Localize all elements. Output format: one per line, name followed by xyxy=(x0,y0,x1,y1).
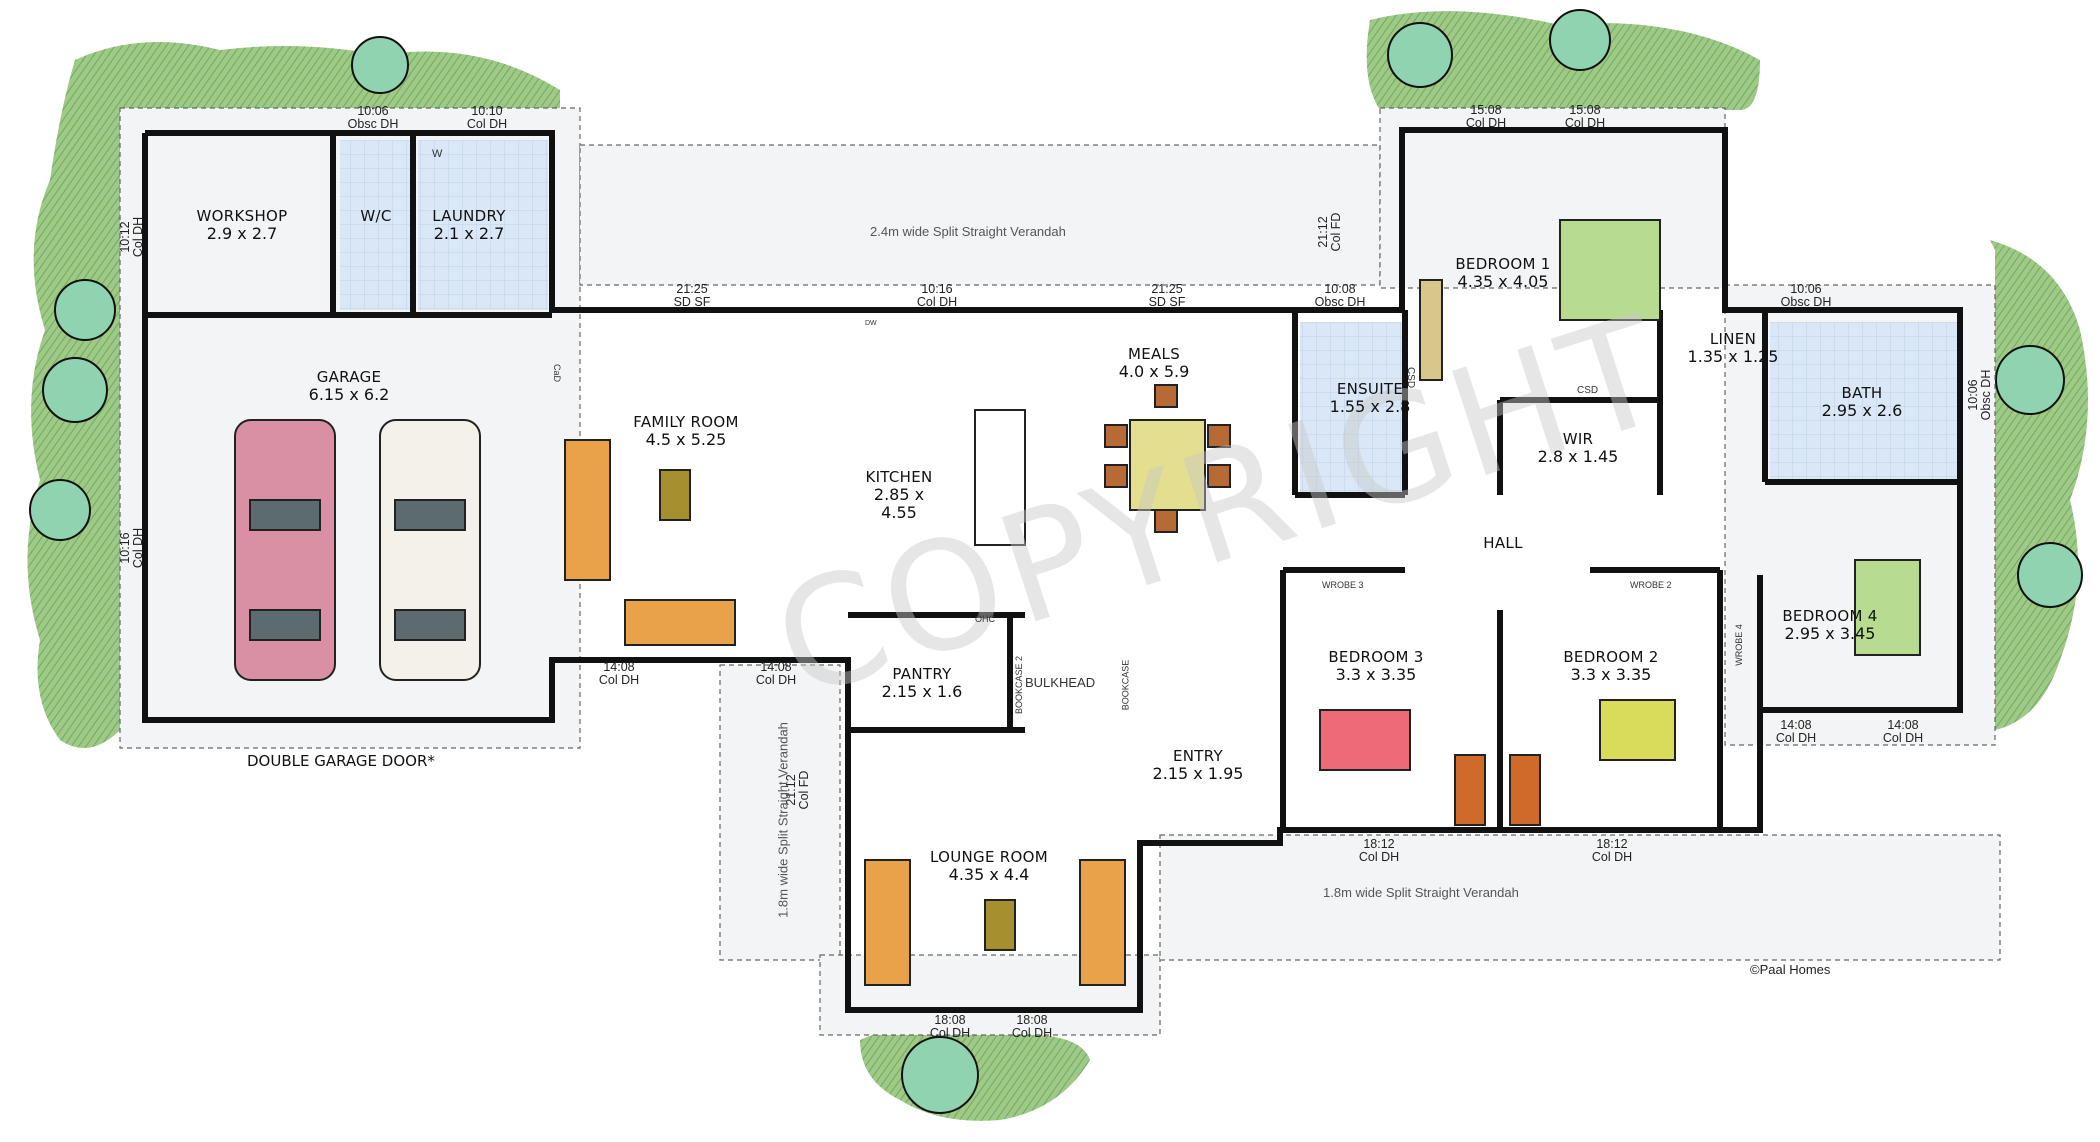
ohc-label: OHC xyxy=(975,614,995,624)
dishwasher-label: DW xyxy=(865,320,877,327)
car-icons xyxy=(234,419,481,681)
bookcase-2-label: BOOKCASE 2 xyxy=(1014,655,1025,715)
wrobe-4-label: WROBE 4 xyxy=(1733,624,1744,666)
wet-areas xyxy=(340,140,1960,492)
room-wc: W/C xyxy=(360,207,392,225)
csd-label: CSD xyxy=(1577,385,1599,396)
bulkhead-note: BULKHEAD xyxy=(1025,675,1096,690)
wrobe-3-label: WROBE 3 xyxy=(1322,580,1364,590)
csd-label-ensuite: CSD xyxy=(1405,366,1417,389)
washer-label: W xyxy=(432,148,443,160)
walls xyxy=(142,127,1963,1013)
verandah-south-note: 1.8m wide Split Straight Verandah xyxy=(1323,885,1519,900)
bookcase-label: BOOKCASE xyxy=(1120,659,1131,711)
verandah-west-note: 1.8m wide Split Straight Verandah xyxy=(775,722,791,918)
verandah-north-note: 2.4m wide Split Straight Verandah xyxy=(870,224,1066,239)
wrobe-2-label: WROBE 2 xyxy=(1630,580,1672,590)
cad-label: CaD xyxy=(552,363,563,383)
credit: ©Paal Homes xyxy=(1750,962,1831,977)
tree-icons xyxy=(29,9,2083,1114)
garage-door-note: DOUBLE GARAGE DOOR* xyxy=(247,752,435,770)
room-hall: HALL xyxy=(1483,534,1523,552)
furniture xyxy=(564,219,1921,986)
